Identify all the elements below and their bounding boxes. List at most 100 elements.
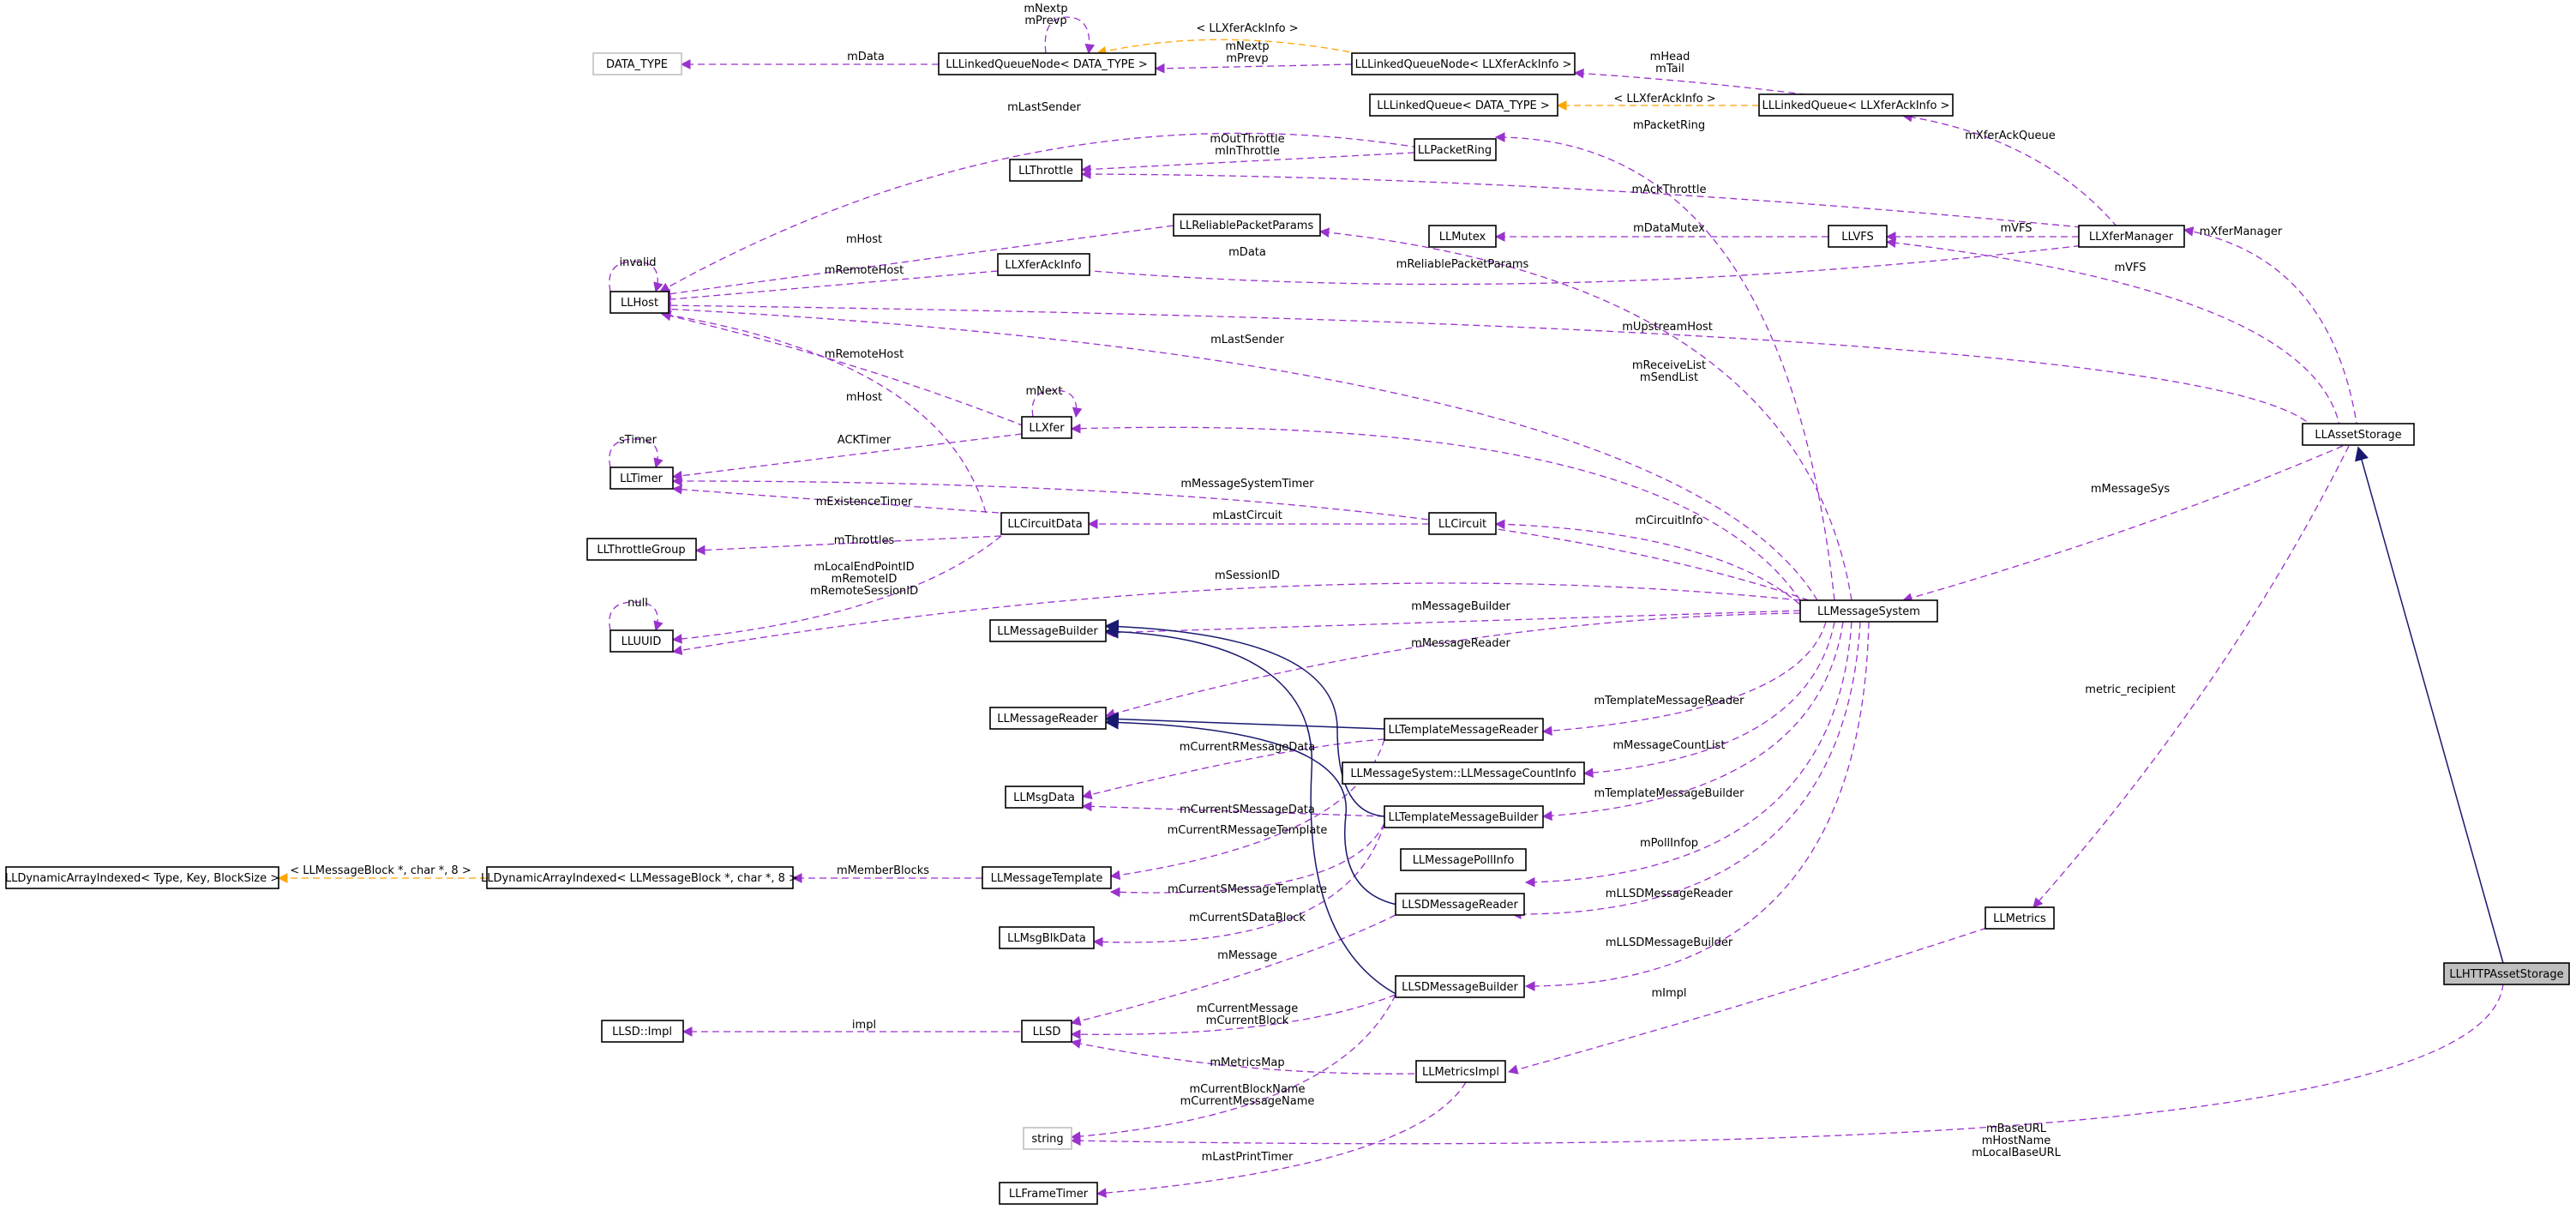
node-llmessagecountinfo[interactable]: LLMessageSystem::LLMessageCountInfo (1342, 762, 1585, 785)
node-lllinkedqueue-xferackinfo[interactable]: LLLinkedQueue< LLXferAckInfo > (1758, 93, 1954, 117)
label-mmetricsmap: mMetricsMap (1210, 1056, 1284, 1069)
node-llsd-impl[interactable]: LLSD::Impl (601, 1020, 684, 1043)
edge-mcurrentrmessagedata (1081, 738, 1385, 800)
svg-text:LLSDMessageBuilder: LLSDMessageBuilder (1402, 981, 1518, 994)
node-lllinkedqueuenode-xferackinfo[interactable]: LLLinkedQueueNode< LLXferAckInfo > (1351, 52, 1576, 75)
node-llsdmessagereader[interactable]: LLSDMessageReader (1395, 893, 1525, 916)
nodes-layer: DATA_TYPE LLLinkedQueueNode< DATA_TYPE >… (5, 52, 2570, 1205)
node-llmessagereader[interactable]: LLMessageReader (989, 707, 1107, 730)
svg-text:LLMessageTemplate: LLMessageTemplate (991, 872, 1103, 885)
edge-label-line: mTail (1655, 63, 1684, 75)
node-lltemplatemessagebuilder[interactable]: LLTemplateMessageBuilder (1384, 805, 1544, 828)
svg-text:LLXfer: LLXfer (1029, 422, 1065, 435)
node-lluuid[interactable]: LLUUID (609, 629, 674, 653)
label-msessionid: mSessionID (1215, 569, 1280, 582)
label-mllsdmessagebuilder: mLLSDMessageBuilder (1606, 936, 1733, 949)
node-lllinkedqueuenode-data-type[interactable]: LLLinkedQueueNode< DATA_TYPE > (938, 52, 1156, 75)
svg-text:LLMsgBlkData: LLMsgBlkData (1007, 932, 1086, 945)
svg-text:LLUUID: LLUUID (621, 635, 662, 648)
svg-text:LLMessageSystem: LLMessageSystem (1817, 605, 1920, 618)
edge-mhead-mtail (1573, 68, 1818, 97)
node-llthrottle[interactable]: LLThrottle (1009, 159, 1083, 182)
svg-text:LLPacketRing: LLPacketRing (1418, 144, 1492, 157)
node-llxferackinfo[interactable]: LLXferAckInfo (997, 253, 1090, 276)
edges-layer (277, 16, 2504, 1198)
node-llthrottlegroup[interactable]: LLThrottleGroup (586, 538, 697, 561)
svg-text:LLSD: LLSD (1033, 1026, 1061, 1038)
svg-text:LLHost: LLHost (621, 297, 658, 310)
edge-inherit-assetstorage (2355, 446, 2504, 964)
node-llmetricsimpl[interactable]: LLMetricsImpl (1415, 1060, 1506, 1083)
label-mremotehost-b: mRemoteHost (825, 348, 904, 361)
node-llsdmessagebuilder[interactable]: LLSDMessageBuilder (1395, 975, 1525, 998)
label-mxferackqueue: mXferAckQueue (1965, 129, 2056, 142)
node-llxfermanager[interactable]: LLXferManager (2078, 225, 2185, 248)
node-llreliablepacketparams[interactable]: LLReliablePacketParams (1173, 214, 1321, 237)
label-tpl-llmessageblock: < LLMessageBlock *, char *, 8 > (290, 864, 471, 877)
svg-text:LLMetrics: LLMetrics (1993, 912, 2046, 925)
edge-label-line: mLocalBaseURL (1972, 1147, 2062, 1159)
node-llmessagebuilder[interactable]: LLMessageBuilder (989, 619, 1107, 642)
svg-text:LLTimer: LLTimer (620, 473, 664, 485)
node-data-type[interactable]: DATA_TYPE (592, 52, 682, 75)
node-llhttpassetstorage[interactable]: LLHTTPAssetStorage (2443, 962, 2570, 985)
edge-inherit-builder-llsd (1104, 624, 1398, 996)
node-llmsgdata[interactable]: LLMsgData (1005, 786, 1084, 809)
label-mcurrentrmessagetemplate: mCurrentRMessageTemplate (1168, 824, 1328, 837)
node-llmutex[interactable]: LLMutex (1428, 225, 1497, 248)
node-llmessagesystem[interactable]: LLMessageSystem (1799, 599, 1938, 623)
edge-inherit-builder-template (1104, 619, 1387, 817)
label-mremotehost-a: mRemoteHost (825, 264, 904, 277)
node-llmessagepollinfo[interactable]: LLMessagePollInfo (1400, 848, 1527, 871)
node-llcircuitdata[interactable]: LLCircuitData (1000, 512, 1090, 535)
node-llvfs[interactable]: LLVFS (1828, 225, 1888, 248)
svg-text:LLXferAckInfo: LLXferAckInfo (1005, 259, 1081, 272)
edge-acktimer (671, 433, 1023, 481)
edge-msessionid (671, 582, 1801, 656)
edge-mmessagecountlist (1582, 621, 1835, 778)
label-mcurrentrmessagedata: mCurrentRMessageData (1180, 741, 1316, 754)
node-llmsgblkdata[interactable]: LLMsgBlkData (999, 926, 1095, 949)
svg-text:LLCircuitData: LLCircuitData (1007, 518, 1082, 531)
node-llframetimer[interactable]: LLFrameTimer (999, 1182, 1098, 1205)
node-llassetstorage[interactable]: LLAssetStorage (2302, 423, 2415, 446)
node-lltimer[interactable]: LLTimer (609, 467, 674, 490)
edge-mxferackqueue (1901, 111, 2118, 228)
node-lllinkedqueue-data-type[interactable]: LLLinkedQueue< DATA_TYPE > (1369, 93, 1558, 117)
edge-label-line: mCurrentMessageName (1180, 1095, 1315, 1108)
edge-mmessagereader (1104, 612, 1801, 719)
node-llhost[interactable]: LLHost (609, 291, 670, 314)
node-llsd[interactable]: LLSD (1021, 1020, 1072, 1043)
svg-text:LLDynamicArrayIndexed< LLMessa: LLDynamicArrayIndexed< LLMessageBlock *,… (481, 872, 798, 885)
svg-text:LLLinkedQueueNode< DATA_TYPE >: LLLinkedQueueNode< DATA_TYPE > (946, 58, 1148, 71)
edge-mnextp-self (1044, 16, 1096, 55)
edge-mhost-mid (660, 310, 987, 514)
edge-mlastprinttimer (1096, 1081, 1467, 1198)
node-llmetrics[interactable]: LLMetrics (1985, 906, 2055, 930)
edge-mnext-self (1031, 389, 1083, 418)
label-invalid: invalid (620, 256, 657, 269)
node-llcircuit[interactable]: LLCircuit (1428, 512, 1497, 535)
svg-text:LLMsgData: LLMsgData (1013, 792, 1075, 804)
node-llmessagetemplate[interactable]: LLMessageTemplate (982, 866, 1112, 889)
node-llpacketring[interactable]: LLPacketRing (1414, 138, 1497, 161)
label-mcurrentsmessagedata: mCurrentSMessageData (1180, 804, 1315, 816)
node-lldynamicarrayindexed-messageblock[interactable]: LLDynamicArrayIndexed< LLMessageBlock *,… (481, 866, 798, 889)
edge-label-line: mHead (1650, 51, 1690, 63)
svg-text:LLLinkedQueueNode< LLXferAckIn: LLLinkedQueueNode< LLXferAckInfo > (1355, 58, 1572, 71)
edge-label-line: mCurrentBlockName (1189, 1083, 1305, 1096)
label-tpl-xferackinfo-node: < LLXferAckInfo > (1196, 22, 1298, 35)
edge-mcurrentblockname (1070, 994, 1396, 1141)
node-lltemplatemessagereader[interactable]: LLTemplateMessageReader (1384, 718, 1544, 741)
node-lldynamicarrayindexed-generic[interactable]: LLDynamicArrayIndexed< Type, Key, BlockS… (5, 866, 279, 889)
edge-label-line: mNextp (1225, 40, 1269, 53)
label-mlastprinttimer: mLastPrintTimer (1202, 1151, 1294, 1164)
label-tpl-xferackinfo-queue: < LLXferAckInfo > (1613, 93, 1715, 105)
label-mtemplatemessagebuilder: mTemplateMessageBuilder (1594, 787, 1745, 800)
edge-inherit-reader-llsd (1104, 715, 1398, 906)
node-llxfer[interactable]: LLXfer (1021, 416, 1072, 439)
node-string[interactable]: string (1023, 1127, 1072, 1150)
